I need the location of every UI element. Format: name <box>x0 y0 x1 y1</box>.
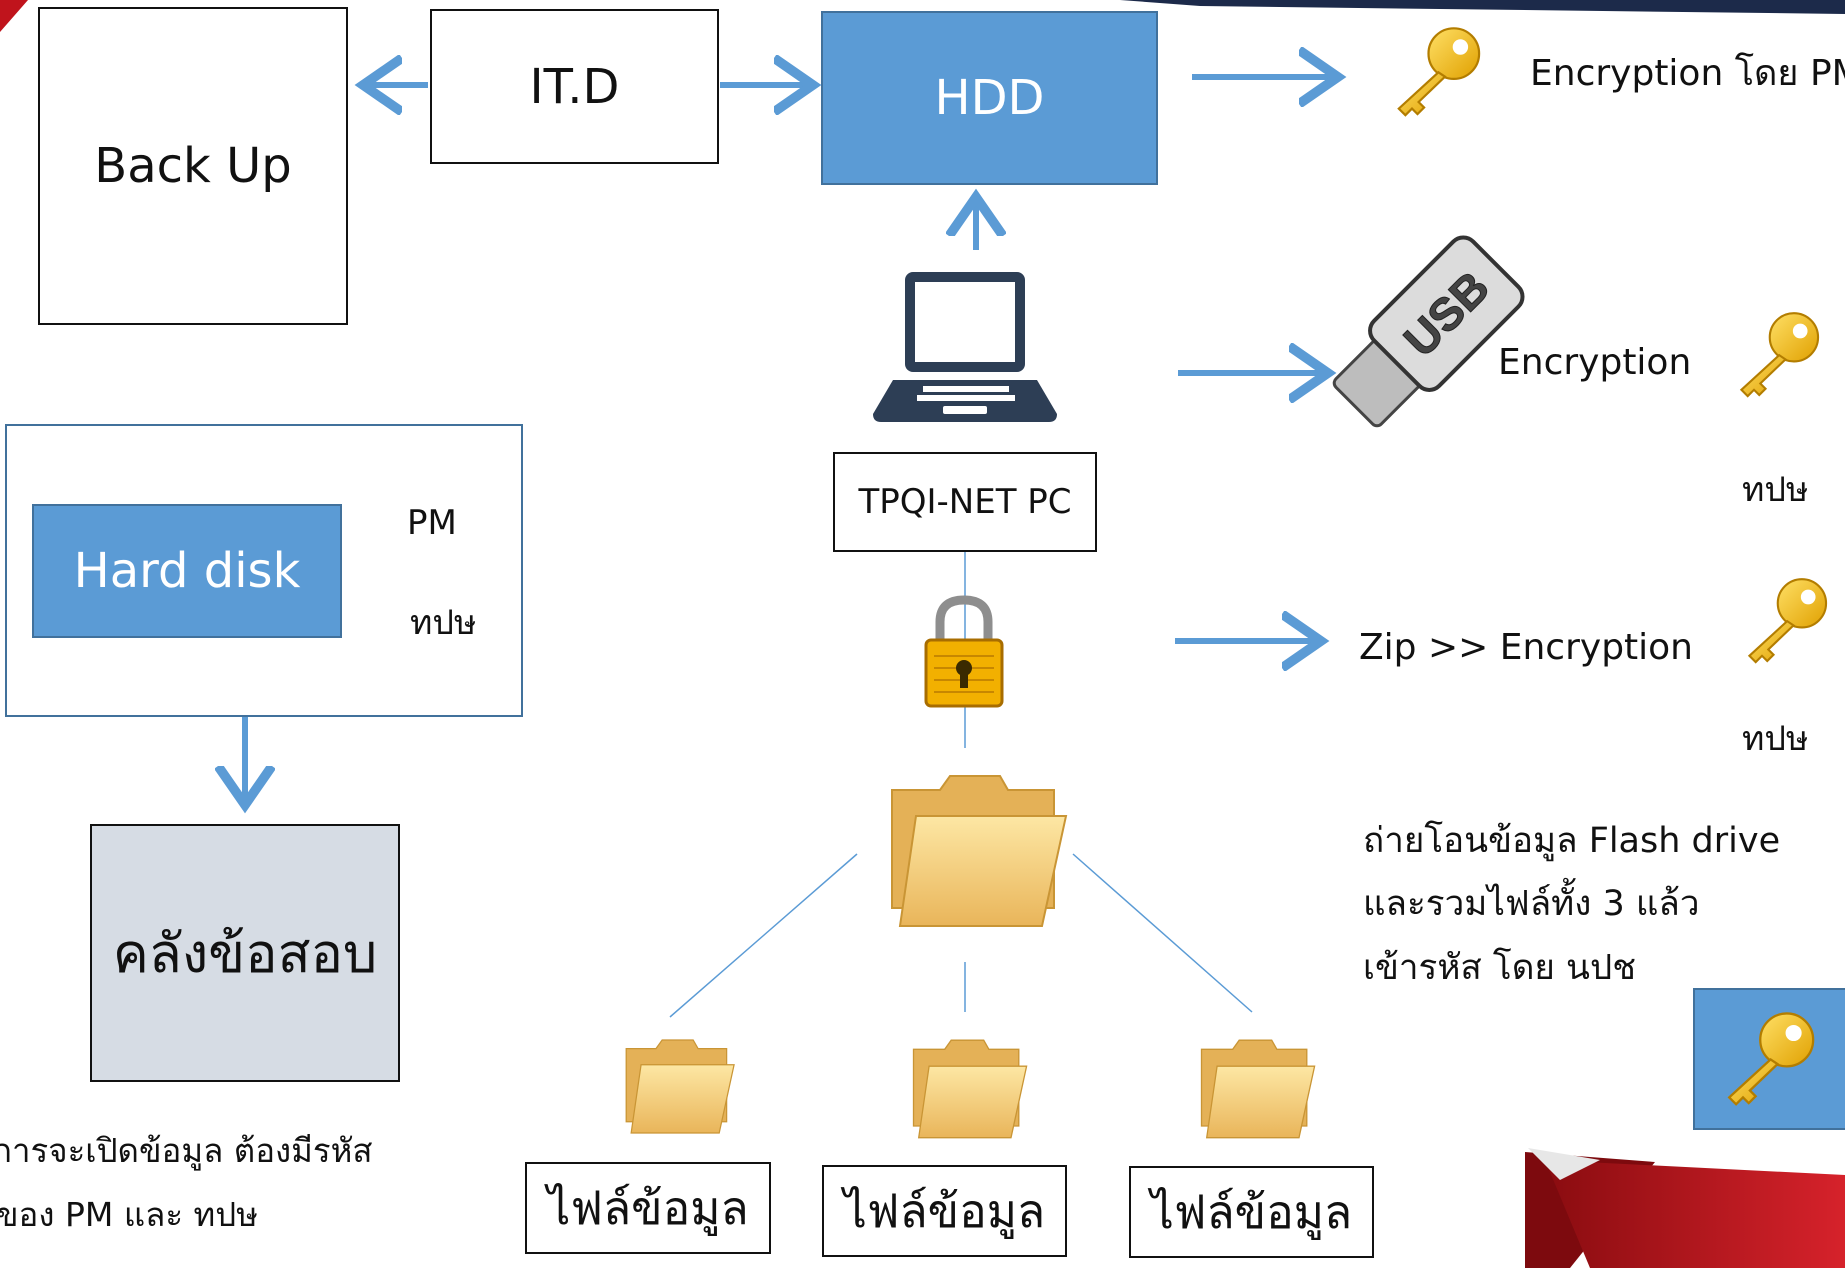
key-icon <box>1747 578 1828 664</box>
zip-encryption-label: Zip >> Encryption <box>1359 627 1694 668</box>
folder-icon <box>891 775 1068 927</box>
usb-drive-icon: USB <box>1332 235 1525 428</box>
file-label: ไฟล์ข้อมูล <box>1150 1184 1353 1239</box>
harddisk-label: Hard disk <box>73 543 301 599</box>
file-label: ไฟล์ข้อมูล <box>547 1180 749 1235</box>
hdd-encryption-label: Encryption โดย PM <box>1530 53 1845 94</box>
backup-label: Back Up <box>94 138 292 194</box>
folder-icon <box>625 1039 735 1134</box>
hdd-label: HDD <box>934 70 1045 126</box>
usb-owner-label: ทปษ <box>1742 470 1809 510</box>
transfer-note-line-2: และรวมไฟล์ทั้ง 3 แล้ว <box>1363 884 1700 924</box>
line-folder-to-file-1 <box>669 853 858 1018</box>
itd-label: IT.D <box>529 58 620 115</box>
file-label: ไฟล์ข้อมูล <box>843 1183 1046 1238</box>
zip-owner-label: ทปษ <box>1742 719 1809 759</box>
pc-label: TPQI-NET PC <box>858 482 1072 522</box>
top-bar-decoration <box>1120 0 1845 14</box>
itd-box: IT.D <box>430 9 719 164</box>
padlock-icon <box>924 595 1004 708</box>
file-label-box-1: ไฟล์ข้อมูล <box>525 1162 771 1254</box>
file-label-box-2: ไฟล์ข้อมูล <box>822 1165 1067 1257</box>
harddisk-box: Hard disk <box>32 504 342 638</box>
harddisk-branch-tps: ทปษ <box>410 603 477 643</box>
transfer-note-line-3: เข้ารหัส โดย นปช <box>1363 948 1636 988</box>
folder-icon <box>1200 1039 1316 1139</box>
backup-box: Back Up <box>38 7 348 325</box>
key-icon <box>1739 312 1820 398</box>
key-icon <box>1727 1012 1815 1106</box>
laptop-icon <box>873 272 1057 422</box>
exam-bank-label: คลังข้อสอบ <box>112 922 378 985</box>
harddisk-branch-pm: PM <box>407 503 457 543</box>
ribbon-decoration <box>1525 1148 1845 1268</box>
exam-bank-box: คลังข้อสอบ <box>90 824 400 1082</box>
line-folder-to-file-3 <box>1072 853 1253 1013</box>
folder-icon <box>912 1039 1028 1139</box>
corner-ribbon-decoration <box>0 0 28 32</box>
pc-box: TPQI-NET PC <box>833 452 1097 552</box>
hdd-box: HDD <box>821 11 1158 185</box>
open-note-line-2: ของ PM และ ทปษ <box>0 1195 259 1234</box>
transfer-note-line-1: ถ่ายโอนข้อมูล Flash drive <box>1363 821 1781 861</box>
usb-encryption-label: Encryption <box>1498 342 1692 383</box>
file-label-box-3: ไฟล์ข้อมูล <box>1129 1166 1374 1258</box>
key-icon <box>1397 27 1481 117</box>
open-note-line-1: การจะเปิดข้อมูล ต้องมีรหัส <box>0 1131 373 1170</box>
